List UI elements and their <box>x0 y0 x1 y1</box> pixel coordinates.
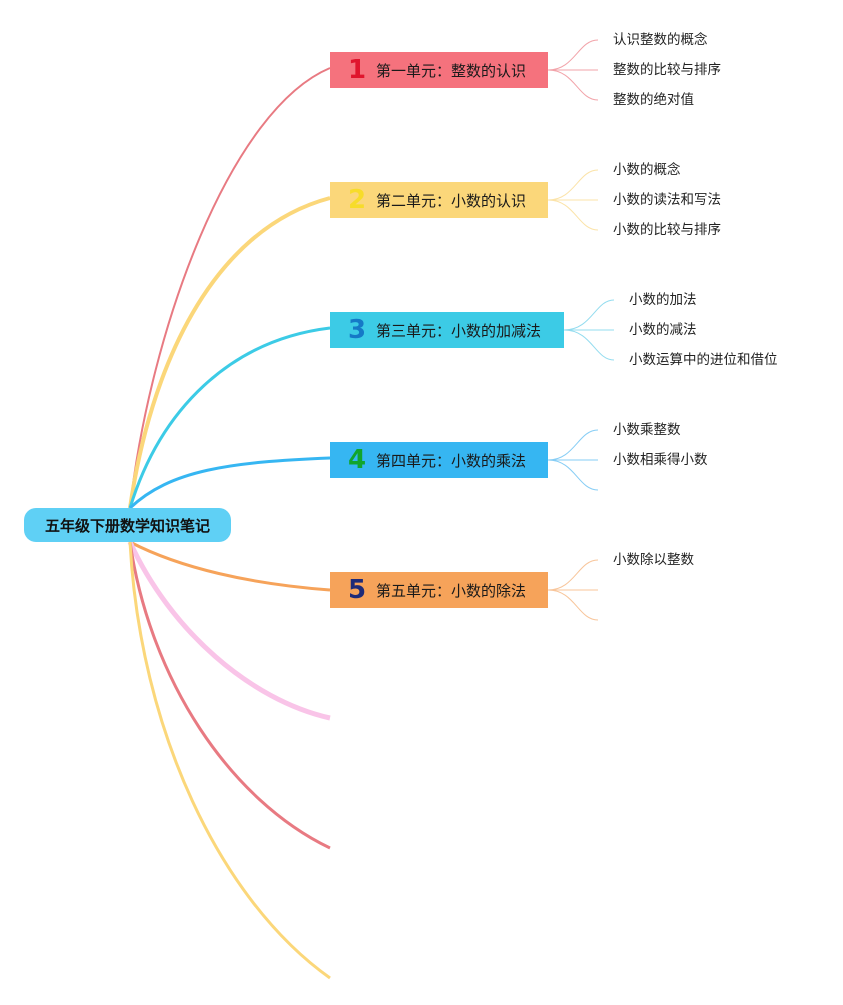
link-branch-3 <box>128 326 331 509</box>
leaf-node[interactable]: 整数的绝对值 <box>613 92 694 108</box>
leaf-node[interactable]: 小数的读法和写法 <box>613 192 721 208</box>
leaf-node[interactable]: 小数的加法 <box>629 292 697 308</box>
leaf-node[interactable]: 小数乘整数 <box>613 422 681 438</box>
branch-number-2: 2 <box>348 185 367 215</box>
branch-label-2: 第二单元：小数的认识 <box>376 191 527 210</box>
branch-label-3: 第三单元：小数的加减法 <box>376 321 542 340</box>
branch-number-5: 5 <box>348 575 367 605</box>
leaf-node[interactable]: 小数的减法 <box>629 322 697 338</box>
leaf-links-2 <box>547 169 599 231</box>
root-node[interactable]: 五年级下册数学知识笔记 <box>24 508 231 542</box>
leaf-node[interactable]: 整数的比较与排序 <box>613 62 721 78</box>
leaf-node[interactable]: 小数除以整数 <box>613 552 694 568</box>
leaf-node[interactable]: 小数相乘得小数 <box>613 452 708 468</box>
leaf-links-3 <box>563 299 615 361</box>
link-empty-6 <box>127 540 331 721</box>
link-branch-4 <box>128 456 331 510</box>
leaf-links-1 <box>547 39 599 101</box>
link-branch-1 <box>129 67 331 509</box>
leaf-node[interactable]: 小数运算中的进位和借位 <box>629 352 778 368</box>
branch-number-1: 1 <box>348 55 367 85</box>
leaf-node[interactable]: 小数的比较与排序 <box>613 222 721 238</box>
branch-node-5[interactable]: 5 第五单元：小数的除法 <box>330 572 548 608</box>
leaf-node[interactable]: 小数的概念 <box>613 162 681 178</box>
link-empty-7 <box>128 541 331 850</box>
leaf-links-4 <box>547 429 599 491</box>
link-empty-8 <box>128 541 331 980</box>
leaf-node[interactable]: 认识整数的概念 <box>613 32 708 48</box>
branch-label-1: 第一单元：整数的认识 <box>376 61 527 80</box>
link-branch-2 <box>128 196 331 509</box>
branch-number-4: 4 <box>348 445 367 475</box>
branch-node-3[interactable]: 3 第三单元：小数的加减法 <box>330 312 564 348</box>
link-branch-5 <box>129 540 331 592</box>
branch-node-1[interactable]: 1 第一单元：整数的认识 <box>330 52 548 88</box>
branch-label-4: 第四单元：小数的乘法 <box>376 451 527 470</box>
root-label: 五年级下册数学知识笔记 <box>44 516 210 535</box>
branch-node-2[interactable]: 2 第二单元：小数的认识 <box>330 182 548 218</box>
branch-node-4[interactable]: 4 第四单元：小数的乘法 <box>330 442 548 478</box>
leaf-links-5 <box>547 559 599 621</box>
branch-number-3: 3 <box>348 315 367 345</box>
branch-label-5: 第五单元：小数的除法 <box>376 581 527 600</box>
